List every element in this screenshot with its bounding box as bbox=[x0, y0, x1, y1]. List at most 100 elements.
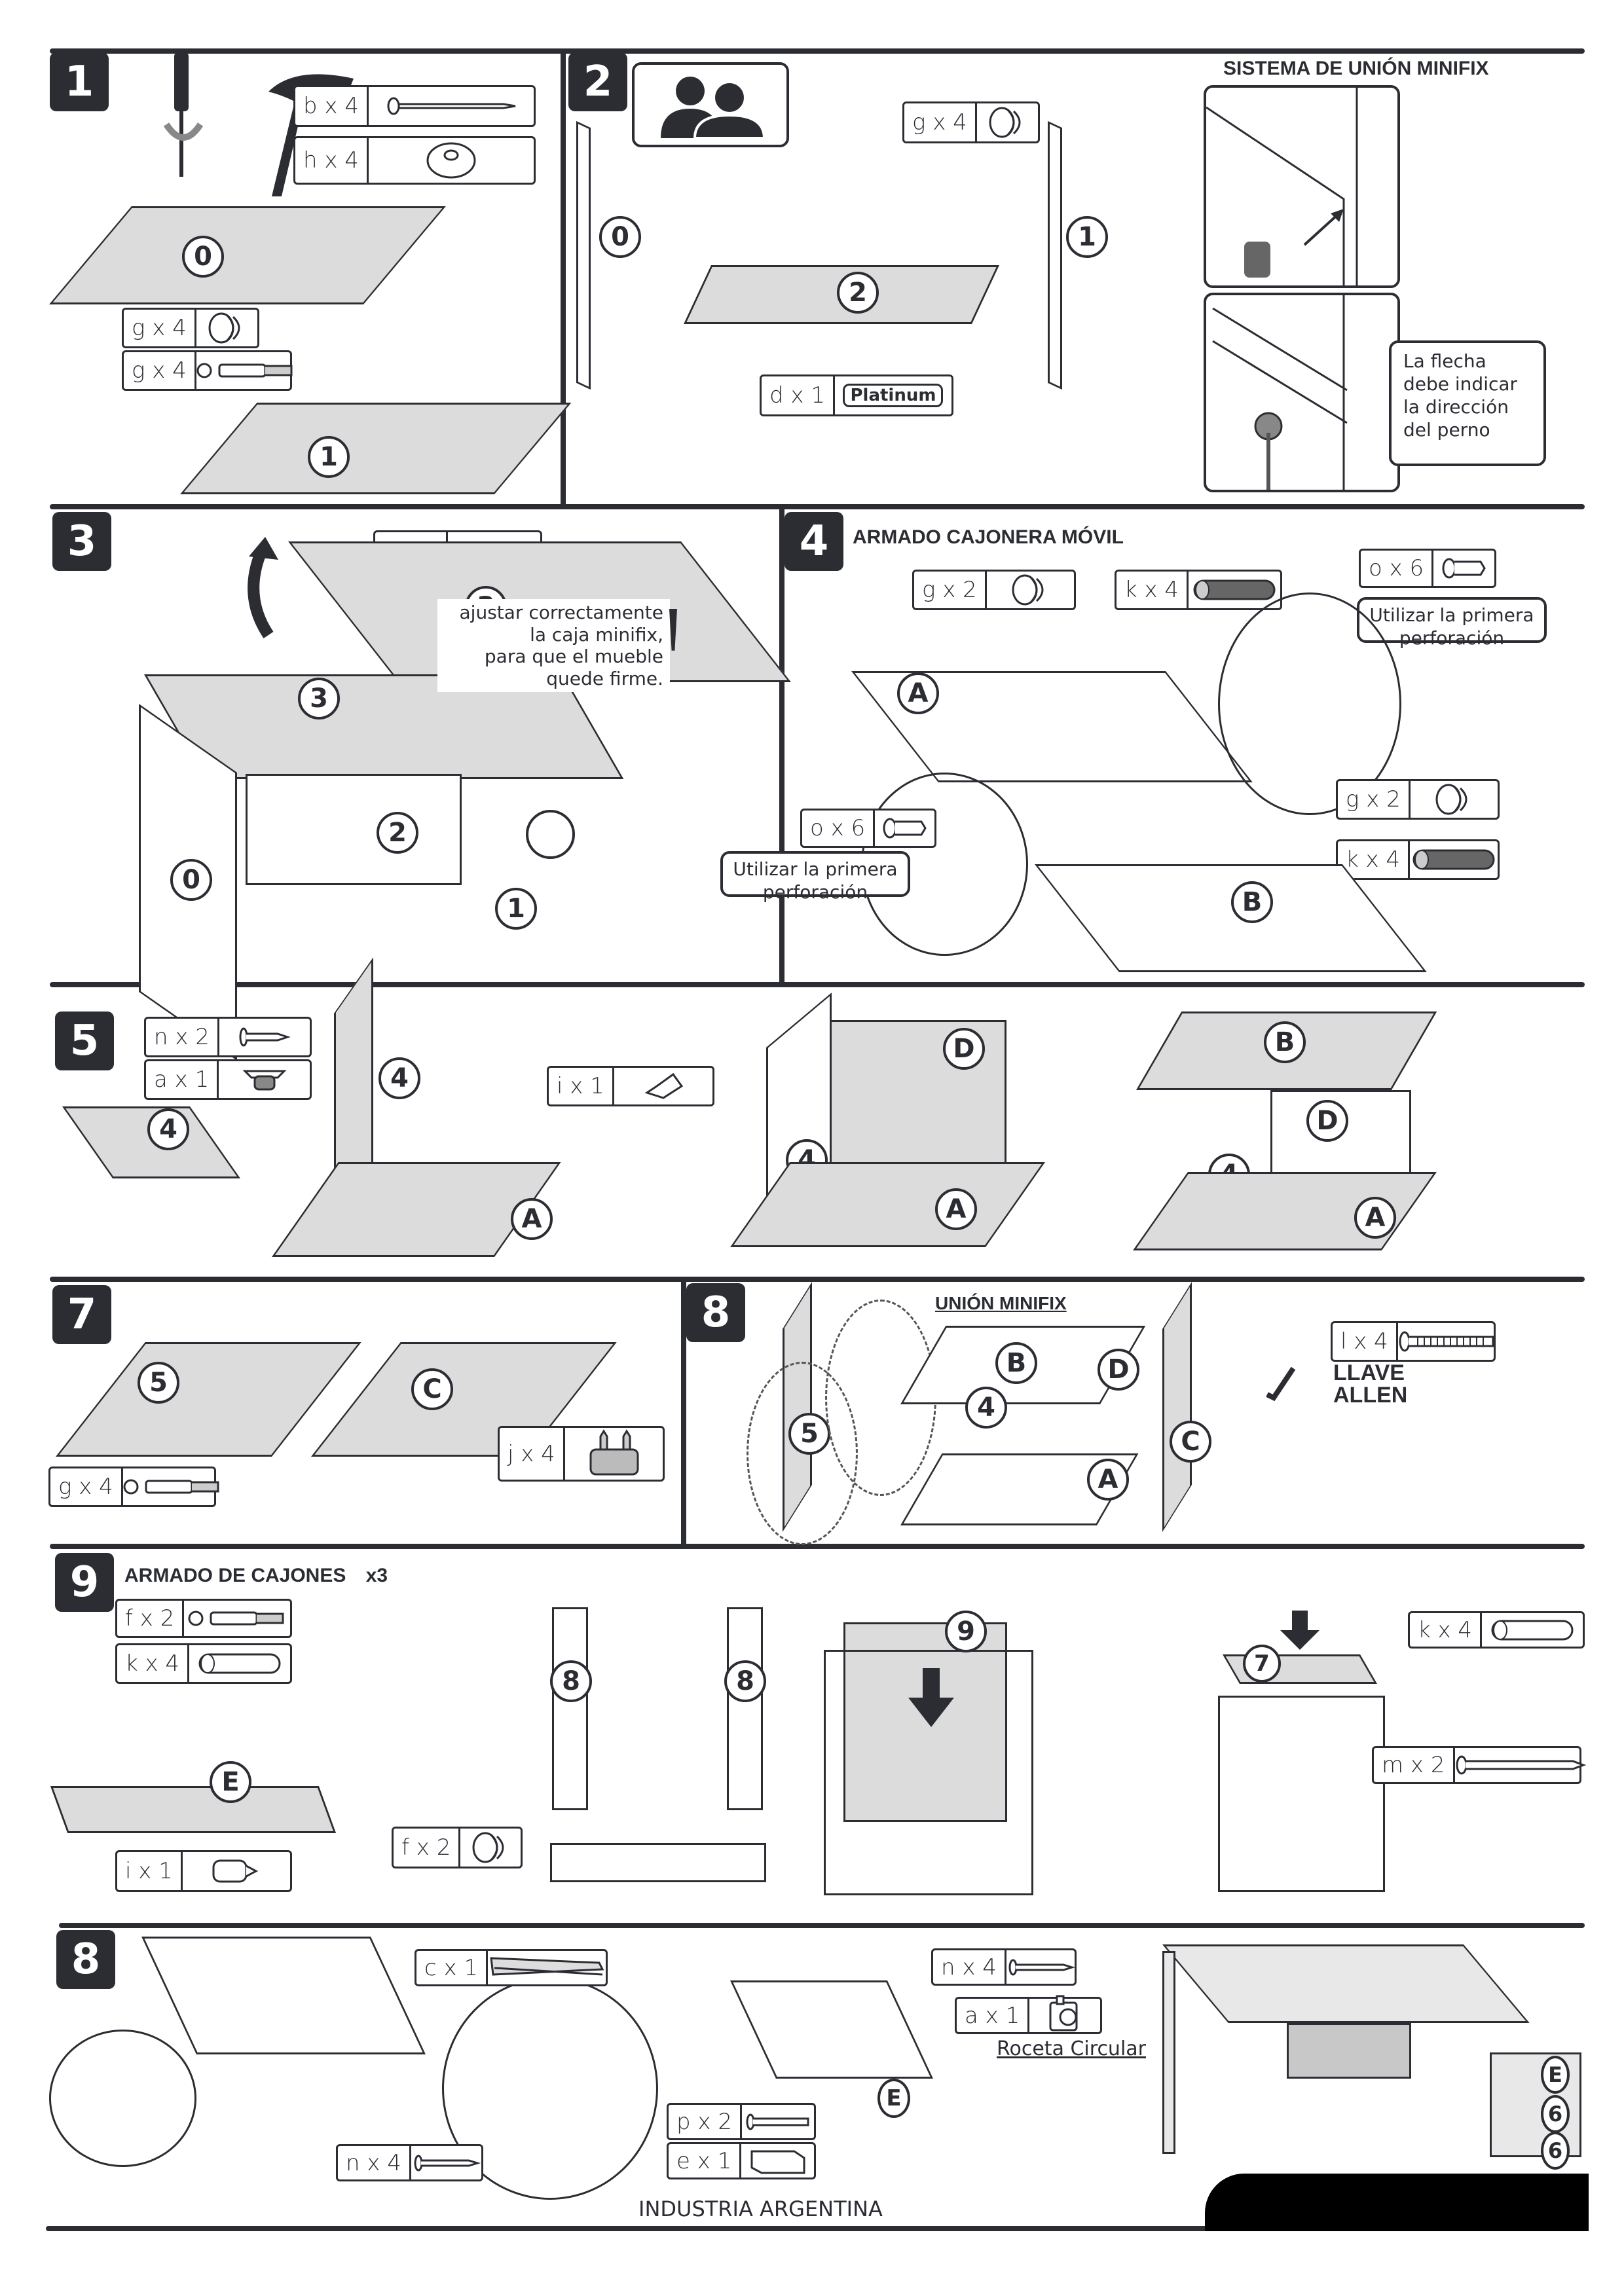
panel-label: A bbox=[1354, 1197, 1396, 1239]
glue-bottle-icon bbox=[183, 1852, 290, 1890]
down-arrow-icon bbox=[908, 1668, 954, 1727]
part-j-drawer-stop: j x 4 bbox=[498, 1426, 665, 1482]
step-number: 5 bbox=[55, 1011, 114, 1070]
tool-label-llave-allen: LLAVE ALLEN bbox=[1333, 1360, 1408, 1408]
desk-illustration bbox=[1162, 1944, 1581, 2157]
rule-row6 bbox=[59, 1923, 1585, 1928]
footer-industria: INDUSTRIA ARGENTINA bbox=[638, 2196, 883, 2221]
panel-5 bbox=[56, 1342, 361, 1457]
step-number: 3 bbox=[52, 512, 111, 571]
panel-1 bbox=[180, 403, 572, 494]
minifix-bolt-icon bbox=[184, 1601, 290, 1636]
part-p-machine-screw: p x 2 bbox=[667, 2103, 816, 2140]
panel-label: A bbox=[897, 672, 939, 714]
side-panel-C bbox=[1162, 1281, 1192, 1532]
panel-label: B bbox=[1231, 881, 1273, 923]
drawer-frame bbox=[824, 1650, 1033, 1895]
minifix-bolt-icon bbox=[196, 352, 295, 389]
nail-icon bbox=[369, 87, 534, 125]
panel-label: 4 bbox=[965, 1387, 1007, 1429]
part-k-dowel: k x 4 bbox=[115, 1643, 292, 1684]
drawer-bottom bbox=[550, 1843, 766, 1882]
rule-row3 bbox=[50, 982, 1585, 987]
panel-label: E bbox=[1541, 2056, 1570, 2094]
platinum-badge-icon: Platinum bbox=[835, 376, 951, 414]
note-arrow-direction: La flecha debe indicar la dirección del … bbox=[1389, 340, 1546, 466]
part-l-allen-bolt: l x 4 bbox=[1331, 1321, 1496, 1362]
drawer-lock-icon bbox=[1029, 1995, 1100, 2032]
part-h-felt-pad: h x 4 bbox=[293, 136, 536, 185]
part-o-short-screw: o x 6 bbox=[800, 809, 936, 848]
part-o-short-screw: o x 6 bbox=[1359, 549, 1496, 588]
step-number: 1 bbox=[50, 52, 109, 111]
part-i-glue: i x 1 bbox=[115, 1850, 292, 1892]
machine-screw-icon bbox=[742, 2105, 814, 2138]
two-people-box bbox=[632, 62, 789, 147]
panel-label: 5 bbox=[138, 1362, 179, 1404]
minifix-cam-icon bbox=[977, 103, 1038, 141]
panel-label: A bbox=[1087, 1459, 1129, 1501]
desk-back bbox=[1287, 2023, 1411, 2079]
part-c-drawer-slide: c x 1 bbox=[415, 1949, 608, 1986]
felt-pad-icon bbox=[369, 138, 534, 183]
part-n-screw: n x 2 bbox=[144, 1017, 312, 1057]
drawer-back-E bbox=[50, 1786, 337, 1833]
heading-union-minifix: UNIÓN MINIFIX bbox=[935, 1293, 1067, 1313]
short-screw-icon bbox=[875, 811, 934, 846]
step-number: 9 bbox=[55, 1553, 114, 1612]
step-number: 8 bbox=[56, 1930, 115, 1989]
panel-label: 4 bbox=[378, 1057, 420, 1099]
drawer-side-8 bbox=[727, 1607, 763, 1810]
minifix-bolt-icon bbox=[123, 1468, 221, 1505]
step-number: 2 bbox=[568, 52, 627, 111]
desk-side bbox=[1162, 1951, 1175, 2154]
panel-label: 1 bbox=[495, 888, 537, 930]
panel-label: D bbox=[1098, 1349, 1139, 1391]
panel-label: 1 bbox=[1066, 216, 1108, 258]
drawer-stop-icon bbox=[565, 1428, 663, 1480]
callout-adjust-minifix: ajustar correctamente la caja minifix, p… bbox=[437, 599, 670, 693]
flip-arrow-icon bbox=[248, 537, 278, 638]
allen-bolt-icon bbox=[1398, 1323, 1496, 1360]
panel-B bbox=[1035, 864, 1427, 972]
handle-icon bbox=[741, 2144, 814, 2178]
zoom-circle bbox=[526, 810, 575, 859]
panel-label: B bbox=[995, 1342, 1037, 1384]
minifix-cam-icon bbox=[987, 572, 1074, 608]
rule-row5 bbox=[50, 1544, 1585, 1549]
divider-step1-2 bbox=[561, 48, 566, 507]
panel-label: C bbox=[411, 1368, 453, 1410]
glue-bottle-icon bbox=[614, 1068, 712, 1104]
panel-label: 6 bbox=[1541, 2095, 1570, 2133]
part-k-dowel: k x 4 bbox=[1115, 570, 1282, 610]
side-panel-1 bbox=[1048, 120, 1062, 390]
panel-label: 0 bbox=[182, 236, 224, 278]
screw-icon bbox=[411, 2146, 481, 2179]
divider-step3-4 bbox=[779, 504, 784, 983]
panel-label: B bbox=[1264, 1021, 1306, 1063]
part-e-handle: e x 1 bbox=[667, 2142, 816, 2179]
back-panel-2 bbox=[246, 774, 462, 885]
panel-label: A bbox=[935, 1188, 977, 1230]
note-first-hole-top: Utilizar la primera perforación bbox=[1357, 597, 1547, 649]
rule-top bbox=[50, 48, 1585, 54]
drawer-side-8 bbox=[552, 1607, 588, 1810]
panel-label: 9 bbox=[945, 1611, 987, 1652]
side-panel-0 bbox=[576, 120, 591, 390]
panel-label: D bbox=[1306, 1100, 1348, 1142]
warning-exclamation-icon bbox=[669, 609, 677, 651]
part-m-long-screw: m x 2 bbox=[1372, 1746, 1586, 1784]
step-number: 7 bbox=[52, 1285, 111, 1344]
minifix-cam-icon bbox=[1411, 781, 1498, 818]
panel-label: 4 bbox=[147, 1108, 189, 1150]
step-number: 8 bbox=[686, 1283, 745, 1342]
part-g-minifix-cam: g x 2 bbox=[912, 570, 1076, 610]
part-k-dowel: k x 4 bbox=[1336, 839, 1500, 880]
part-k-dowel: k x 4 bbox=[1408, 1611, 1585, 1649]
panel-label: 2 bbox=[837, 272, 879, 314]
wood-dowel-icon bbox=[189, 1645, 290, 1682]
lock-plate-icon bbox=[219, 1061, 310, 1098]
part-b-nail: b x 4 bbox=[293, 85, 536, 127]
panel-0 bbox=[49, 206, 446, 304]
rule-row2 bbox=[50, 504, 1585, 509]
